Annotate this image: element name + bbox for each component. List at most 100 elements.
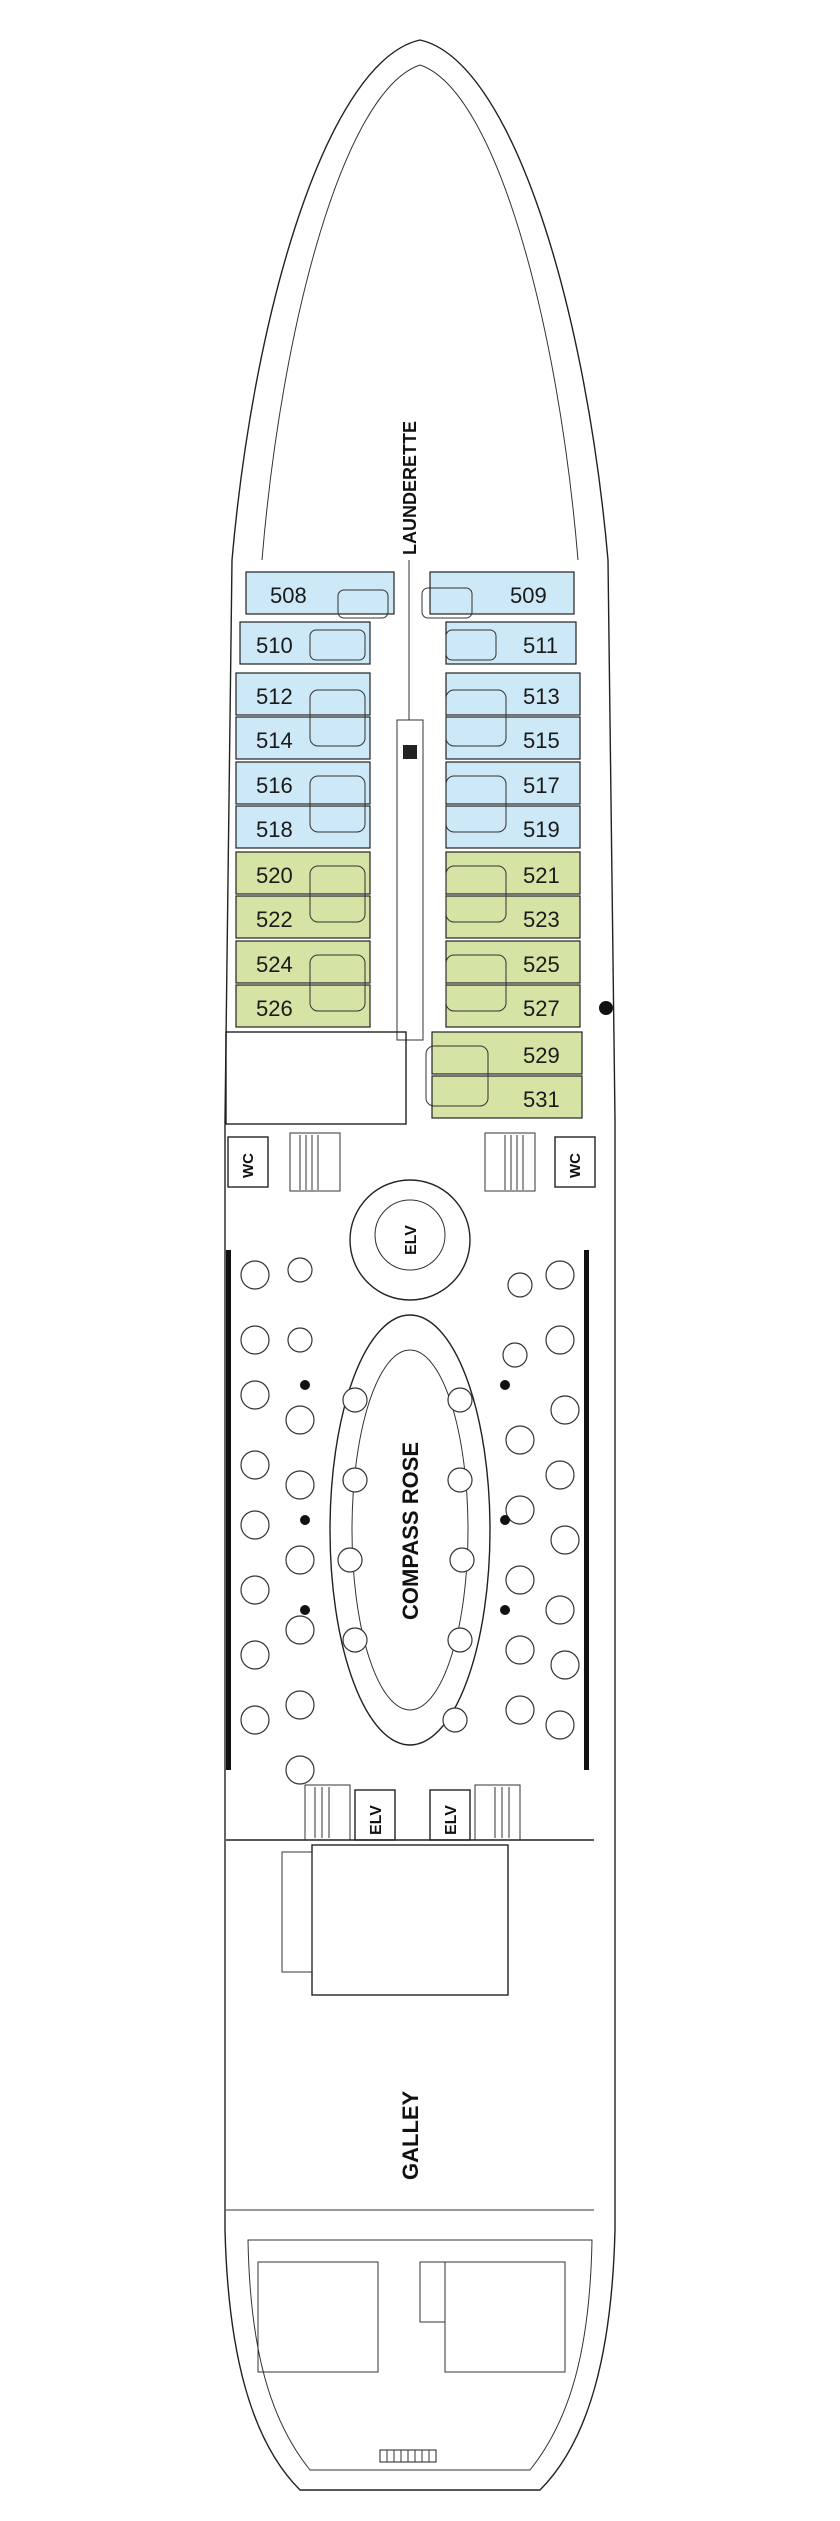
galley-inner-room bbox=[311, 1844, 509, 1996]
columns bbox=[300, 1380, 510, 1615]
bath-pod bbox=[421, 587, 473, 619]
dining-table bbox=[545, 1325, 575, 1355]
bath-pod bbox=[445, 689, 507, 747]
dining-table bbox=[449, 1547, 475, 1573]
restaurant-oval-outer bbox=[329, 1314, 491, 1746]
cabin-label-515: 515 bbox=[523, 728, 560, 753]
stair-left bbox=[289, 1132, 341, 1192]
dining-table bbox=[505, 1425, 535, 1455]
cabin-520[interactable] bbox=[235, 851, 371, 895]
cabin-label-514: 514 bbox=[256, 728, 293, 753]
cabin-508[interactable] bbox=[245, 571, 395, 615]
dining-tables-left bbox=[240, 1257, 368, 1785]
cabin-525[interactable] bbox=[445, 940, 581, 984]
cabin-527[interactable] bbox=[445, 984, 581, 1028]
cabin-label-517: 517 bbox=[523, 773, 560, 798]
cabin-label-529: 529 bbox=[523, 1043, 560, 1068]
hull-outline bbox=[224, 39, 616, 2491]
dining-table bbox=[240, 1510, 270, 1540]
cabin-515[interactable] bbox=[445, 716, 581, 760]
dining-table bbox=[545, 1260, 575, 1290]
launderette-label: LAUNDERETTE bbox=[400, 421, 420, 555]
dining-table bbox=[550, 1395, 580, 1425]
cabin-label-526: 526 bbox=[256, 996, 293, 1021]
restaurant-oval-inner bbox=[351, 1349, 469, 1711]
dining-table bbox=[447, 1627, 473, 1653]
cabin-label-521: 521 bbox=[523, 863, 560, 888]
bath-pod bbox=[309, 954, 366, 1012]
dining-table bbox=[447, 1387, 473, 1413]
elevator-label-top: ELV bbox=[403, 1225, 420, 1255]
cabin-label-522: 522 bbox=[256, 907, 293, 932]
cabin-513[interactable] bbox=[445, 672, 581, 716]
cabin-517[interactable] bbox=[445, 761, 581, 805]
dining-table bbox=[545, 1595, 575, 1625]
dining-table bbox=[342, 1467, 368, 1493]
dining-table bbox=[337, 1547, 363, 1573]
hull-inner-line bbox=[261, 64, 421, 561]
stair-lower-left bbox=[304, 1784, 351, 1841]
dining-table bbox=[505, 1635, 535, 1665]
dining-table bbox=[240, 1575, 270, 1605]
cabin-511[interactable] bbox=[445, 621, 577, 665]
wc-room-right bbox=[554, 1136, 596, 1188]
wall-strip-right bbox=[584, 1250, 589, 1770]
cabin-512[interactable] bbox=[235, 672, 371, 716]
dining-table bbox=[285, 1405, 315, 1435]
dining-table bbox=[442, 1707, 468, 1733]
launderette-machine bbox=[403, 745, 417, 759]
cabin-label-524: 524 bbox=[256, 952, 293, 977]
elevator-core bbox=[374, 1199, 446, 1271]
restaurant-label: COMPASS ROSE bbox=[398, 1442, 423, 1620]
stair-lower-right bbox=[474, 1784, 521, 1841]
bath-pod bbox=[309, 629, 366, 661]
dining-table bbox=[550, 1650, 580, 1680]
cabin-519[interactable] bbox=[445, 805, 581, 849]
dining-table bbox=[550, 1525, 580, 1555]
cabin-514[interactable] bbox=[235, 716, 371, 760]
cabin-509[interactable] bbox=[429, 571, 575, 615]
cabin-531[interactable] bbox=[431, 1075, 583, 1119]
stern-room-right bbox=[444, 2261, 566, 2373]
bath-pod bbox=[309, 865, 366, 923]
cabin-516[interactable] bbox=[235, 761, 371, 805]
cabin-label-520: 520 bbox=[256, 863, 293, 888]
cabins-port: 508 510 512 514 516 518 520 522 524 526 bbox=[235, 571, 395, 1028]
bath-pod bbox=[309, 689, 366, 747]
elevator-label-left: ELV bbox=[368, 1805, 385, 1835]
cabin-526[interactable] bbox=[235, 984, 371, 1028]
cabin-518[interactable] bbox=[235, 805, 371, 849]
cabin-529[interactable] bbox=[431, 1031, 583, 1075]
wc-room-left bbox=[227, 1136, 269, 1188]
cabin-522[interactable] bbox=[235, 895, 371, 939]
dining-table bbox=[545, 1460, 575, 1490]
dining-table bbox=[287, 1257, 313, 1283]
cabin-523[interactable] bbox=[445, 895, 581, 939]
bath-pod bbox=[425, 1045, 489, 1107]
dining-table bbox=[240, 1325, 270, 1355]
dining-table bbox=[240, 1260, 270, 1290]
hull-stern-inner bbox=[247, 2239, 593, 2471]
cabin-label-516: 516 bbox=[256, 773, 293, 798]
cabin-label-518: 518 bbox=[256, 817, 293, 842]
bath-pod bbox=[445, 629, 497, 661]
dining-table bbox=[285, 1545, 315, 1575]
dining-table bbox=[505, 1695, 535, 1725]
cabin-521[interactable] bbox=[445, 851, 581, 895]
cabin-510[interactable] bbox=[239, 621, 371, 665]
dining-table bbox=[240, 1450, 270, 1480]
dining-table bbox=[447, 1467, 473, 1493]
wc-label-right: WC bbox=[567, 1153, 584, 1178]
cabin-label-523: 523 bbox=[523, 907, 560, 932]
cabin-label-525: 525 bbox=[523, 952, 560, 977]
dining-table bbox=[287, 1327, 313, 1353]
dining-table bbox=[545, 1710, 575, 1740]
cabin-label-510: 510 bbox=[256, 633, 293, 658]
elevator-lobby bbox=[349, 1179, 471, 1301]
dining-table bbox=[505, 1565, 535, 1595]
dining-table bbox=[285, 1755, 315, 1785]
cabin-label-527: 527 bbox=[523, 996, 560, 1021]
cabin-524[interactable] bbox=[235, 940, 371, 984]
galley-label: GALLEY bbox=[398, 2090, 423, 2180]
